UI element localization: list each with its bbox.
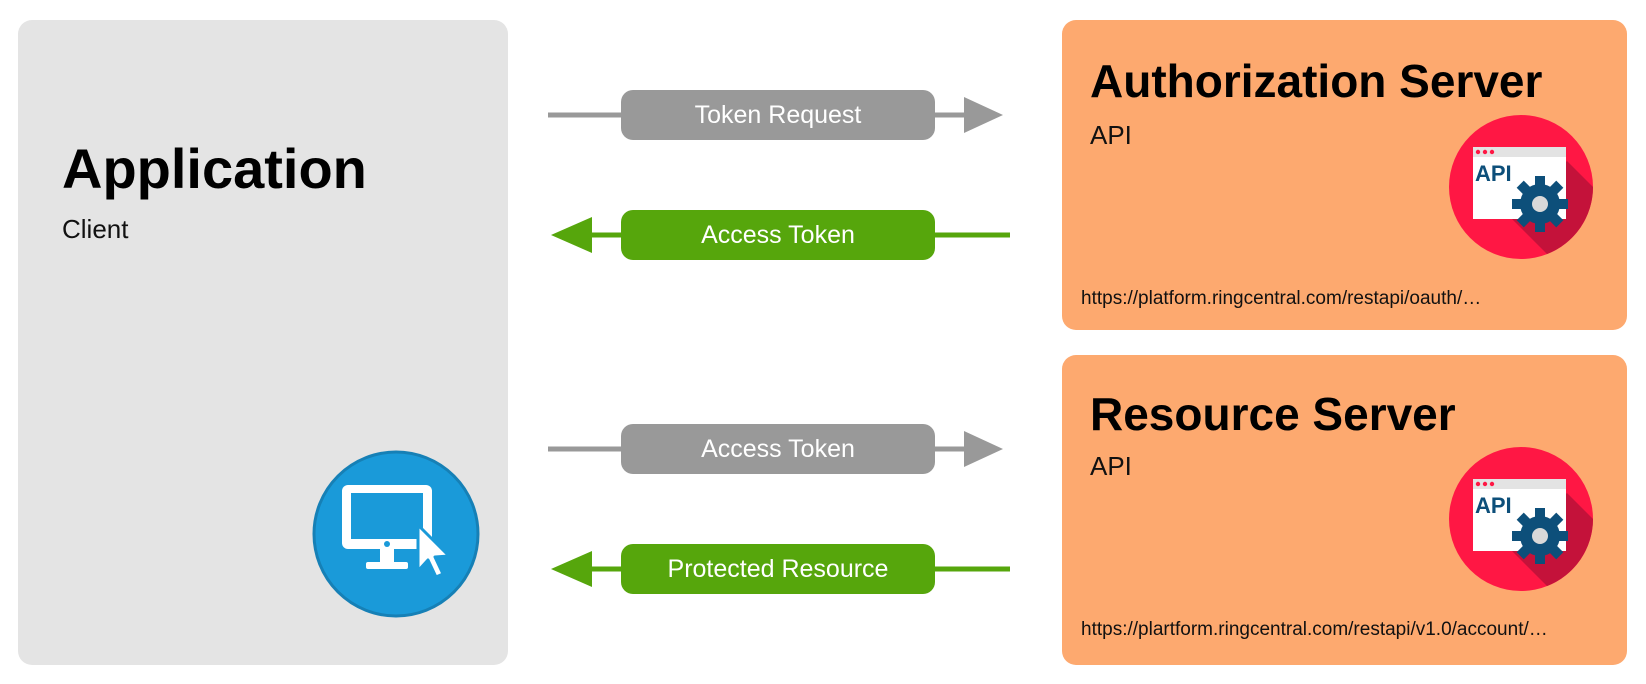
- api-gear-icon: API: [1447, 445, 1595, 593]
- application-box: Application Client: [18, 20, 508, 665]
- computer-cursor-icon: [310, 448, 482, 620]
- resource-server-subtitle: API: [1090, 451, 1132, 481]
- resource-server-title: Resource Server: [1090, 388, 1456, 440]
- resource-server-url: https://plartform.ringcentral.com/restap…: [1081, 619, 1548, 640]
- svg-text:API: API: [1475, 493, 1512, 518]
- protected-resource-label: Protected Resource: [621, 544, 935, 594]
- access-token-label: Access Token: [621, 210, 935, 260]
- access-token-request-arrow: Access Token: [548, 423, 1010, 475]
- token-request-label: Token Request: [621, 90, 935, 140]
- resource-server-box: Resource Server API API: [1062, 355, 1627, 665]
- protected-resource-arrow: Protected Resource: [548, 543, 1010, 595]
- authorization-server-box: Authorization Server API API: [1062, 20, 1627, 330]
- token-request-arrow: Token Request: [548, 89, 1010, 141]
- application-subtitle: Client: [62, 214, 129, 244]
- api-gear-icon: API: [1447, 113, 1595, 261]
- authorization-server-url: https://platform.ringcentral.com/restapi…: [1081, 288, 1482, 309]
- application-title: Application: [62, 137, 367, 200]
- authorization-server-title: Authorization Server: [1090, 55, 1543, 107]
- authorization-server-subtitle: API: [1090, 120, 1132, 150]
- access-token-response-arrow: Access Token: [548, 209, 1010, 261]
- access-token-request-label: Access Token: [621, 424, 935, 474]
- svg-text:API: API: [1475, 161, 1512, 186]
